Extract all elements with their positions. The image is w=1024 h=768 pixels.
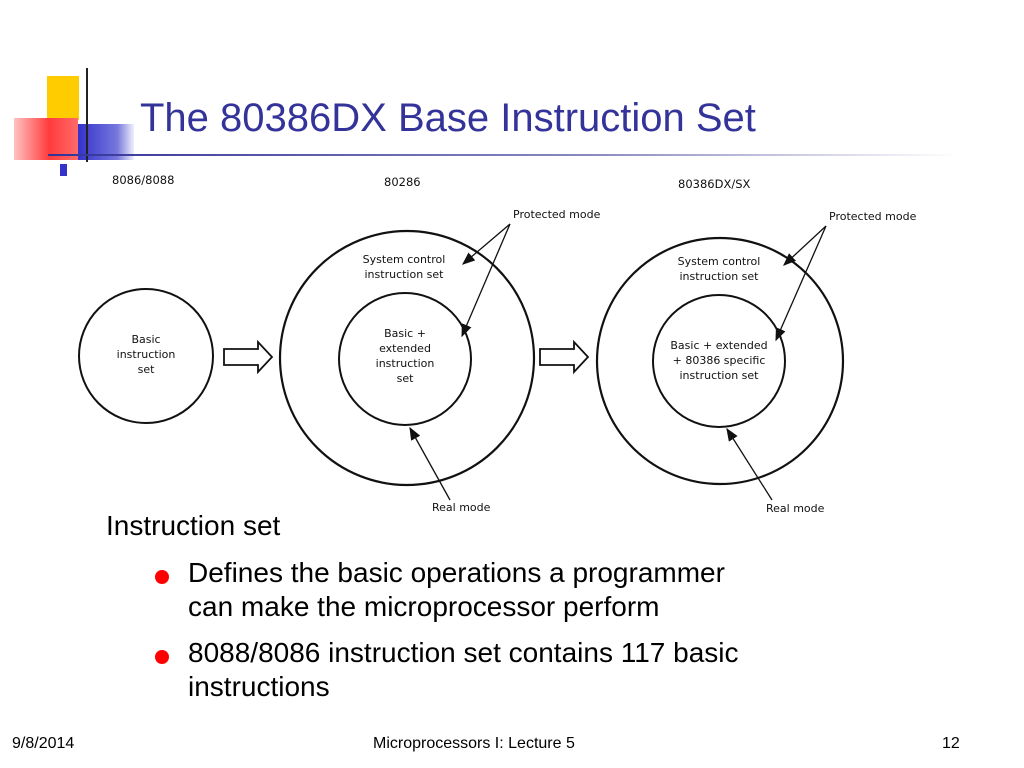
bullet-2-line-1: 8088/8086 instruction set contains 117 b…	[188, 637, 739, 668]
circle-80386-outer	[595, 236, 845, 486]
circle-80286-inner	[338, 292, 472, 426]
decoration-red-block	[14, 118, 78, 160]
bullet-dot-icon	[155, 570, 169, 584]
circle3-inner-line-1: Basic + extended	[670, 339, 767, 352]
circle2-inner-line-2: extended	[379, 342, 431, 355]
circle-80286-outer	[278, 229, 536, 487]
circle1-label-line-3: set	[138, 363, 155, 376]
protected-mode-label-2: Protected mode	[829, 210, 917, 223]
bullet-2-line-2: instructions	[188, 671, 330, 702]
circle3-outer-line-1: System control	[678, 255, 761, 268]
real-mode-arrow-2	[726, 427, 773, 501]
header-80386dx-sx: 80386DX/SX	[678, 177, 750, 191]
protected-mode-arrow-1b	[461, 223, 511, 338]
decoration-yellow-block	[47, 76, 79, 120]
bullet-1-line-1: Defines the basic operations a programme…	[188, 557, 725, 588]
bullet-item-2: 8088/8086 instruction set contains 117 b…	[155, 636, 875, 706]
real-mode-label-1: Real mode	[432, 501, 491, 514]
bullet-item-1: Defines the basic operations a programme…	[155, 556, 875, 626]
bullet-text-1: Defines the basic operations a programme…	[188, 556, 878, 624]
protected-mode-arrow-1a	[462, 223, 511, 265]
circle3-inner-line-2: + 80386 specific	[673, 354, 766, 367]
protected-mode-arrow-2a	[783, 225, 827, 266]
circle2-outer-line-2: instruction set	[365, 268, 445, 281]
title-rule	[48, 154, 958, 156]
decoration-blue-square	[60, 164, 67, 176]
circle3-inner-line-3: instruction set	[680, 369, 760, 382]
footer-course: Microprocessors I: Lecture 5	[373, 735, 575, 752]
circle-8086-basic	[78, 288, 214, 424]
protected-mode-label-1: Protected mode	[513, 208, 601, 221]
circle2-inner-line-4: set	[397, 372, 414, 385]
footer-page-number: 12	[942, 735, 960, 752]
instruction-set-heading: Instruction set	[106, 510, 281, 541]
circle2-inner-line-3: instruction	[376, 357, 435, 370]
decoration-vertical-line	[86, 68, 88, 162]
protected-mode-arrow-2b	[775, 225, 827, 342]
circle2-inner-line-1: Basic +	[384, 327, 426, 340]
bullet-dot-icon	[155, 650, 169, 664]
slide-title: The 80386DX Base Instruction Set	[140, 96, 756, 140]
circle3-outer-line-2: instruction set	[680, 270, 760, 283]
header-80286: 80286	[384, 175, 421, 189]
bullet-text-2: 8088/8086 instruction set contains 117 b…	[188, 636, 878, 704]
circle-80386-inner	[652, 294, 786, 428]
footer-date: 9/8/2014	[12, 735, 75, 752]
header-8086-8088: 8086/8088	[112, 173, 174, 187]
real-mode-label-2: Real mode	[766, 502, 825, 515]
circle1-label-line-2: instruction	[117, 348, 176, 361]
circle2-outer-line-1: System control	[363, 253, 446, 266]
bullet-1-line-2: can make the microprocessor perform	[188, 591, 660, 622]
real-mode-arrow-1	[409, 426, 451, 501]
double-arrow-1	[223, 339, 274, 375]
circle1-label-line-1: Basic	[131, 333, 160, 346]
double-arrow-2	[539, 339, 590, 375]
